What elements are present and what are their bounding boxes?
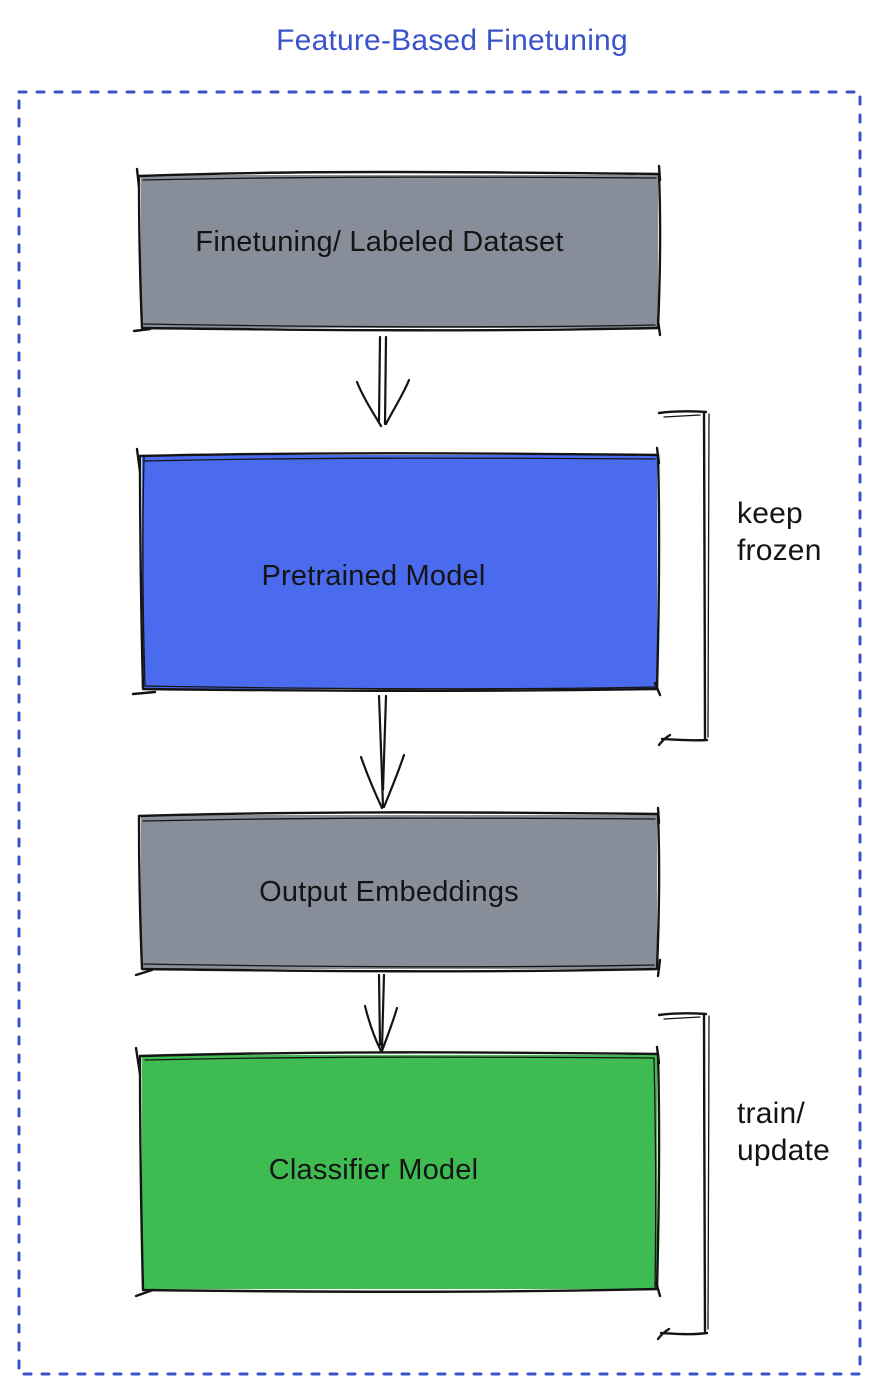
- arrow-embeddings-to-classifier: [363, 973, 399, 1053]
- bracket-train-update: [656, 1012, 710, 1341]
- arrow-pretrained-to-embeddings: [359, 694, 406, 810]
- node-label-classifier-model: Classifier Model: [268, 1153, 479, 1186]
- node-label-output-embeddings: Output Embeddings: [259, 875, 519, 908]
- node-label-finetuning-dataset: Finetuning/ Labeled Dataset: [195, 226, 564, 258]
- bracket-keep-frozen: [657, 410, 710, 747]
- diagram-title: Feature-Based Finetuning: [276, 24, 628, 57]
- arrow-dataset-to-pretrained: [355, 335, 411, 428]
- annotation-train-update: train/ update: [737, 1097, 830, 1167]
- annotation-keep-frozen: keep frozen: [737, 497, 822, 567]
- node-label-pretrained-model: Pretrained Model: [261, 559, 486, 592]
